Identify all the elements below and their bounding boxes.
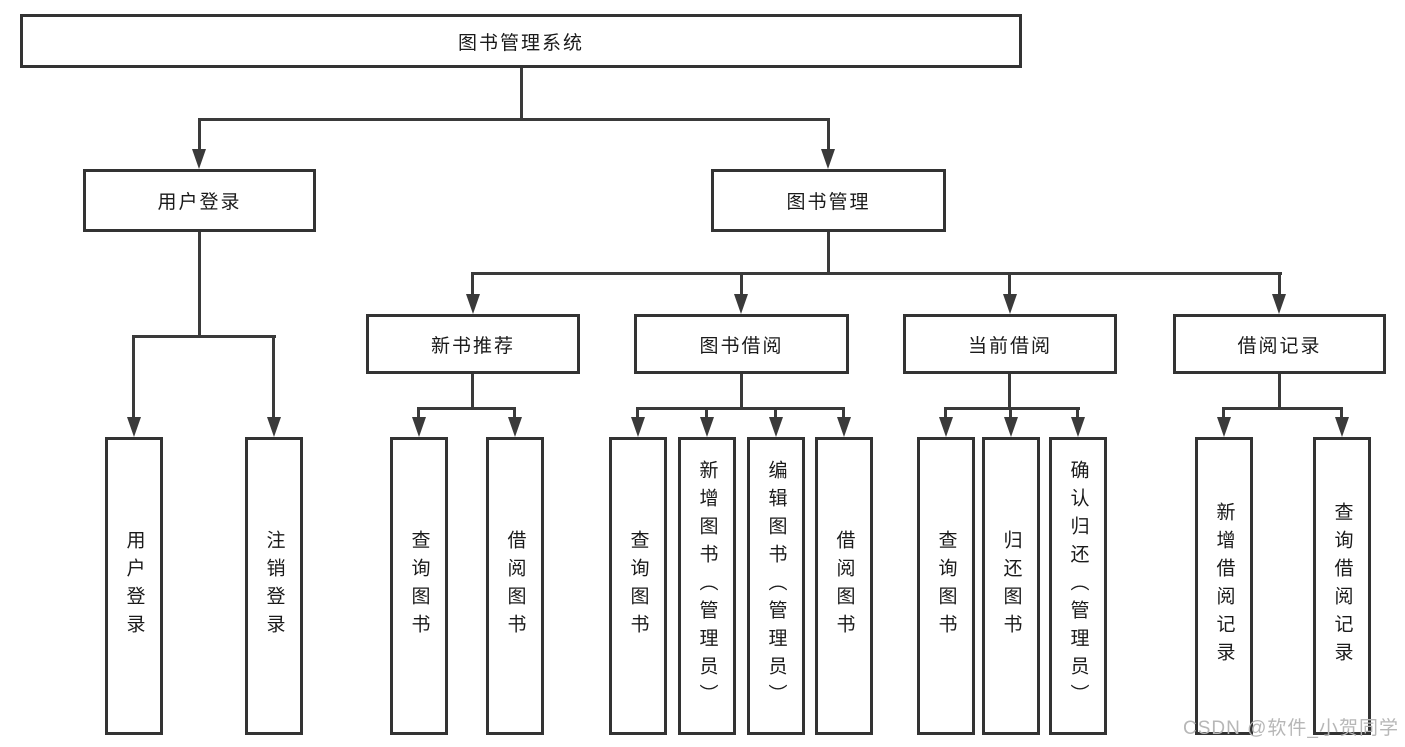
node-root: 图书管理系统 — [20, 14, 1022, 68]
node-leaf-borrow-book-borrow: 借阅图书 — [815, 437, 873, 735]
node-leaf-logout-label: 注销登录 — [263, 530, 285, 642]
node-new-book-recommend-label: 新书推荐 — [430, 335, 515, 357]
node-leaf-user-login-label: 用户登录 — [123, 530, 145, 642]
connector-records-stem — [1278, 374, 1281, 407]
node-leaf-query-book-recommend: 查询图书 — [390, 437, 448, 735]
arrow-down-icon — [127, 417, 141, 437]
connector-stem — [1009, 407, 1012, 419]
node-leaf-query-book-current: 查询图书 — [917, 437, 975, 735]
arrow-down-icon — [1071, 417, 1085, 437]
arrow-down-icon — [821, 149, 835, 169]
connector-userlogin-branch — [133, 335, 276, 338]
arrow-down-icon — [837, 417, 851, 437]
connector-records-branch — [1222, 407, 1343, 410]
connector-stem — [272, 335, 275, 417]
node-leaf-query-book-borrow-label: 查询图书 — [627, 530, 649, 642]
node-root-label: 图书管理系统 — [457, 32, 584, 54]
connector-stem — [132, 335, 135, 417]
connector-stem — [417, 407, 420, 419]
node-leaf-edit-book-admin: 编辑图书（管理员） — [747, 437, 805, 735]
csdn-watermark: CSDN @软件_小贺同学 — [1183, 718, 1399, 739]
connector-stem — [705, 407, 708, 419]
node-leaf-return-book: 归还图书 — [982, 437, 1040, 735]
node-leaf-add-book-admin: 新增图书（管理员） — [678, 437, 736, 735]
connector-current-branch — [944, 407, 1080, 410]
connector-bookmgmt-stem — [827, 232, 830, 272]
connector-stem — [636, 407, 639, 419]
arrow-down-icon — [769, 417, 783, 437]
connector-stem — [774, 407, 777, 419]
node-book-borrow: 图书借阅 — [634, 314, 849, 374]
arrow-down-icon — [412, 417, 426, 437]
node-user-login-label: 用户登录 — [157, 192, 242, 213]
connector-recommend-branch — [417, 407, 516, 410]
node-current-borrow: 当前借阅 — [903, 314, 1117, 374]
node-leaf-logout: 注销登录 — [245, 437, 303, 735]
node-current-borrow-label: 当前借阅 — [967, 335, 1052, 357]
arrow-down-icon — [1335, 417, 1349, 437]
arrow-down-icon — [631, 417, 645, 437]
node-leaf-query-borrow-record: 查询借阅记录 — [1313, 437, 1371, 735]
arrow-down-icon — [508, 417, 522, 437]
connector-stem — [740, 272, 743, 296]
arrow-down-icon — [267, 417, 281, 437]
connector-stem — [1278, 272, 1281, 296]
arrow-down-icon — [700, 417, 714, 437]
arrow-down-icon — [1004, 417, 1018, 437]
node-leaf-query-book-current-label: 查询图书 — [935, 530, 957, 642]
arrow-down-icon — [1272, 294, 1286, 314]
node-leaf-user-login: 用户登录 — [105, 437, 163, 735]
arrow-down-icon — [939, 417, 953, 437]
connector-borrow-branch — [636, 407, 845, 410]
arrow-down-icon — [192, 149, 206, 169]
node-leaf-borrow-book-borrow-label: 借阅图书 — [833, 530, 855, 642]
node-leaf-borrow-book-recommend: 借阅图书 — [486, 437, 544, 735]
node-leaf-edit-book-admin-label: 编辑图书（管理员） — [765, 460, 787, 712]
connector-stem — [471, 272, 474, 296]
connector-stem — [513, 407, 516, 419]
node-leaf-confirm-return-admin-label: 确认归还（管理员） — [1067, 460, 1089, 712]
node-leaf-add-borrow-record: 新增借阅记录 — [1195, 437, 1253, 735]
node-leaf-add-borrow-record-label: 新增借阅记录 — [1213, 502, 1235, 670]
node-borrow-records-label: 借阅记录 — [1237, 335, 1322, 357]
node-leaf-borrow-book-recommend-label: 借阅图书 — [504, 530, 526, 642]
connector-stem — [1222, 407, 1225, 419]
arrow-down-icon — [466, 294, 480, 314]
connector-level2-branch — [472, 272, 1282, 275]
arrow-down-icon — [1003, 294, 1017, 314]
connector-top-branch — [198, 118, 830, 121]
node-leaf-confirm-return-admin: 确认归还（管理员） — [1049, 437, 1107, 735]
node-leaf-query-book-recommend-label: 查询图书 — [408, 530, 430, 642]
node-book-borrow-label: 图书借阅 — [699, 335, 784, 357]
connector-stem — [1008, 272, 1011, 296]
connector-stem — [1340, 407, 1343, 419]
connector-stem — [944, 407, 947, 419]
node-leaf-return-book-label: 归还图书 — [1000, 530, 1022, 642]
connector-root-stem — [520, 68, 523, 118]
arrow-down-icon — [734, 294, 748, 314]
arrow-down-icon — [1217, 417, 1231, 437]
node-leaf-add-book-admin-label: 新增图书（管理员） — [696, 460, 718, 712]
connector-stem — [198, 118, 201, 151]
node-new-book-recommend: 新书推荐 — [366, 314, 580, 374]
node-borrow-records: 借阅记录 — [1173, 314, 1386, 374]
connector-recommend-stem — [471, 374, 474, 407]
connector-stem — [1076, 407, 1079, 419]
node-leaf-query-book-borrow: 查询图书 — [609, 437, 667, 735]
node-user-login: 用户登录 — [83, 169, 316, 232]
connector-userlogin-stem — [198, 232, 201, 335]
node-leaf-query-borrow-record-label: 查询借阅记录 — [1331, 502, 1353, 670]
node-book-management: 图书管理 — [711, 169, 946, 232]
connector-stem — [842, 407, 845, 419]
node-book-management-label: 图书管理 — [786, 192, 871, 213]
connector-current-stem — [1008, 374, 1011, 407]
connector-borrow-stem — [740, 374, 743, 407]
connector-stem — [827, 118, 830, 151]
